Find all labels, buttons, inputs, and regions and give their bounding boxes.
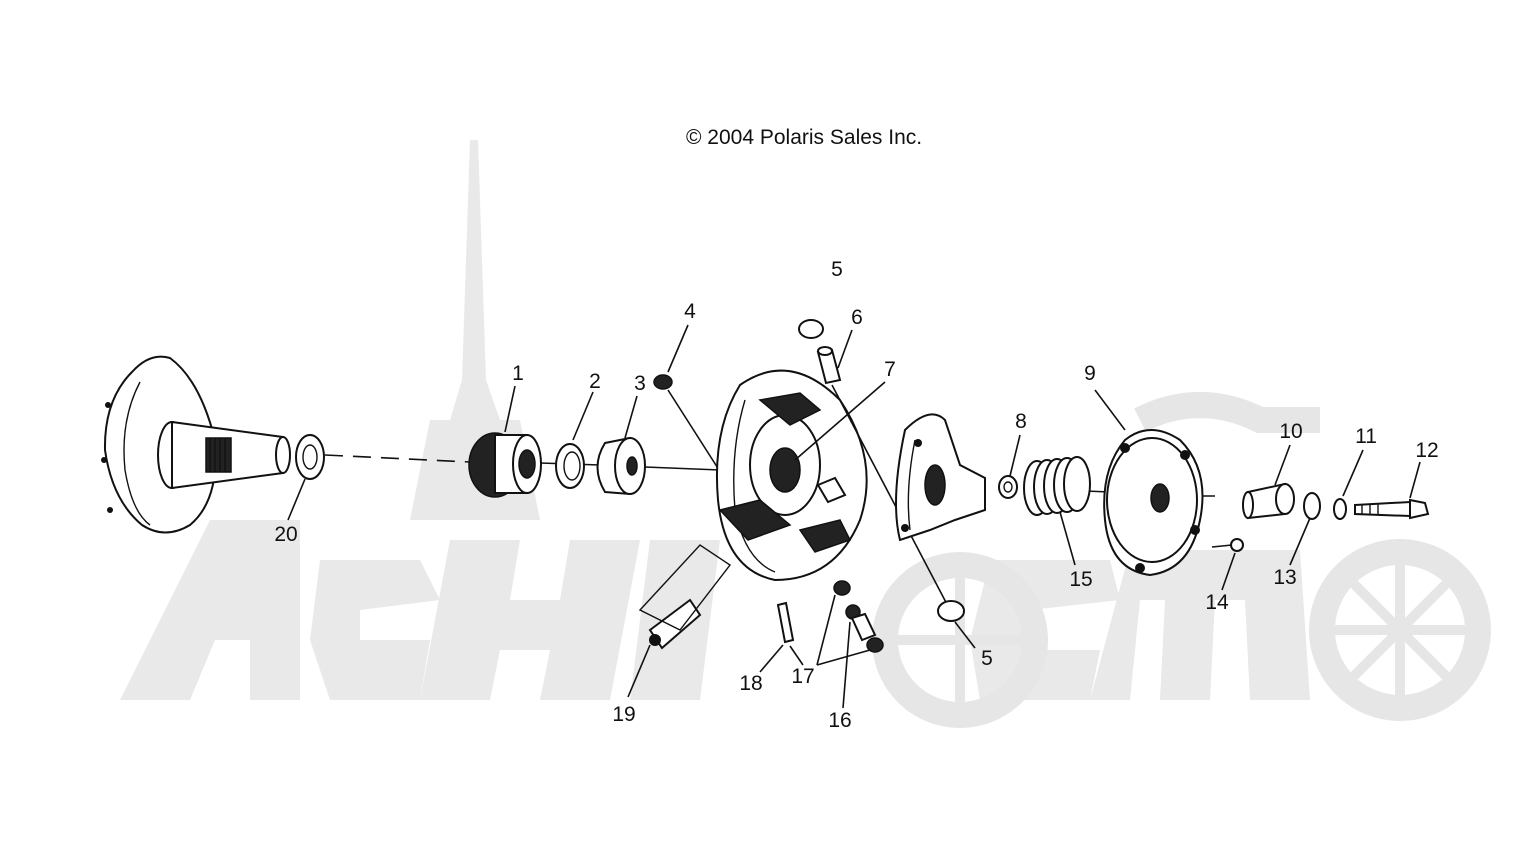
callout-14: 14 xyxy=(1205,591,1229,614)
callout-13: 13 xyxy=(1273,566,1297,589)
callout-8: 8 xyxy=(1015,410,1027,433)
part-10-sleeve xyxy=(1242,482,1295,520)
part-15-spring xyxy=(1023,456,1091,516)
callout-12: 12 xyxy=(1415,439,1439,462)
callout-17: 17 xyxy=(791,665,815,688)
callout-7: 7 xyxy=(884,358,896,381)
part-14-screw xyxy=(1211,538,1244,552)
moveable-sheave xyxy=(715,369,868,582)
part-1-spider-bushing xyxy=(468,432,542,498)
part-8-nut xyxy=(998,475,1018,499)
callout-18: 18 xyxy=(739,672,763,695)
part-20-washer xyxy=(295,434,325,480)
callout-2: 2 xyxy=(589,370,601,393)
part-2-ring xyxy=(555,443,585,489)
callout-9: 9 xyxy=(1084,362,1096,385)
callout-19: 19 xyxy=(612,703,636,726)
part-5-button-top xyxy=(798,319,824,339)
part-9-cover xyxy=(1103,429,1204,577)
callout-11: 11 xyxy=(1355,425,1377,448)
part-18-pin xyxy=(776,601,795,644)
fixed-sheave xyxy=(101,355,291,534)
part-19-shoe xyxy=(638,544,732,650)
callout-20: 20 xyxy=(274,523,298,546)
callout-6: 6 xyxy=(851,306,863,329)
callout-1: 1 xyxy=(512,362,524,385)
callout-16: 16 xyxy=(828,709,852,732)
part-3-roller xyxy=(596,436,646,496)
callout-4: 4 xyxy=(684,300,696,323)
callout-15: 15 xyxy=(1069,568,1093,591)
part-16-roller-assembly xyxy=(816,580,884,666)
part-5-button-bottom xyxy=(937,600,965,622)
callout-5-bottom: 5 xyxy=(981,647,993,670)
part-13-washer xyxy=(1303,492,1321,520)
part-11-washer xyxy=(1333,498,1347,520)
copyright-notice: © 2004 Polaris Sales Inc. xyxy=(686,126,923,149)
spider-assembly xyxy=(895,413,986,542)
callout-3: 3 xyxy=(634,372,646,395)
callout-5-top: 5 xyxy=(831,258,843,281)
part-12-bolt xyxy=(1354,498,1430,520)
part-6-pin xyxy=(816,346,951,611)
callout-10: 10 xyxy=(1279,420,1303,443)
